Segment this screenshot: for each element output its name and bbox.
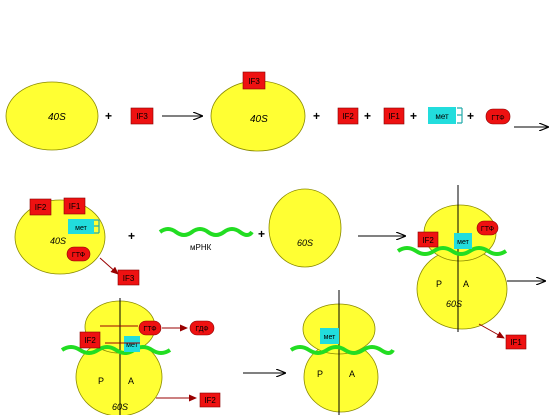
svg-text:P: P: [98, 376, 104, 386]
svg-text:IF1: IF1: [388, 112, 400, 121]
svg-text:+: +: [128, 229, 135, 243]
svg-text:+: +: [258, 227, 265, 241]
subunit-60s: 60S: [268, 188, 342, 268]
mrna: мРНК: [158, 227, 254, 252]
row-2: IF2 IF1 мет 40S ГТФ IF3 + мРНК + 60S: [14, 185, 545, 350]
preinitiation-complex: IF2 IF1 мет 40S ГТФ IF3: [14, 197, 140, 286]
svg-text:P: P: [436, 279, 442, 289]
svg-text:ГТФ: ГТФ: [491, 115, 504, 122]
row-1: 40S + IF3 40S IF3 + IF2 + IF1 + мет: [5, 71, 548, 152]
factor-if1-1: IF1: [383, 107, 405, 125]
svg-text:мРНК: мРНК: [190, 243, 212, 252]
svg-text:мет: мет: [126, 342, 138, 349]
svg-text:A: A: [128, 376, 134, 386]
factor-if3-1: IF3: [130, 107, 154, 125]
svg-text:60S: 60S: [112, 402, 128, 412]
svg-text:IF3: IF3: [248, 77, 260, 86]
label-40s: 40S: [48, 112, 66, 123]
complex-gtp-hydrolysis: IF2 мет ГТФ ГДФ P A 60S IF2: [60, 298, 221, 417]
svg-text:A: A: [463, 279, 469, 289]
svg-text:A: A: [349, 369, 355, 379]
svg-text:40S: 40S: [250, 114, 268, 125]
plus-sign: +: [105, 109, 112, 123]
svg-text:ГТФ: ГТФ: [72, 252, 85, 259]
svg-text:ГТФ: ГТФ: [143, 326, 156, 333]
svg-text:IF2: IF2: [422, 236, 434, 245]
svg-text:+: +: [313, 109, 320, 123]
gtp-1: ГТФ: [485, 108, 511, 125]
svg-text:мет: мет: [75, 225, 87, 232]
svg-text:+: +: [467, 109, 474, 123]
factor-if2-1: IF2: [337, 107, 359, 125]
svg-text:IF3: IF3: [136, 112, 148, 121]
svg-text:IF3: IF3: [123, 274, 135, 283]
svg-text:+: +: [410, 109, 417, 123]
svg-text:мет: мет: [435, 112, 449, 121]
initiation-complex-80s: IF2 мет ГТФ P A 60S IF1: [396, 185, 527, 350]
svg-text:60S: 60S: [297, 238, 313, 248]
svg-text:мет: мет: [457, 239, 469, 246]
row-3: IF2 мет ГТФ ГДФ P A 60S IF2 мет P: [60, 290, 395, 417]
subunit-40s-2: 40S IF3: [210, 71, 306, 152]
svg-text:40S: 40S: [50, 236, 66, 246]
met-trna-1: мет: [428, 107, 463, 124]
svg-text:ГТФ: ГТФ: [481, 226, 494, 233]
svg-text:60S: 60S: [446, 299, 462, 309]
subunit-40s-1: 40S: [5, 81, 99, 151]
svg-text:ГДФ: ГДФ: [195, 326, 208, 333]
final-80s-complex: мет P A: [289, 290, 395, 415]
svg-text:IF1: IF1: [69, 202, 81, 211]
svg-text:IF2: IF2: [342, 112, 354, 121]
svg-text:мет: мет: [324, 334, 336, 341]
svg-text:P: P: [317, 369, 323, 379]
svg-text:IF2: IF2: [204, 396, 216, 405]
svg-text:IF1: IF1: [510, 338, 522, 347]
svg-text:IF2: IF2: [35, 203, 47, 212]
svg-text:+: +: [364, 109, 371, 123]
svg-text:IF2: IF2: [84, 336, 96, 345]
